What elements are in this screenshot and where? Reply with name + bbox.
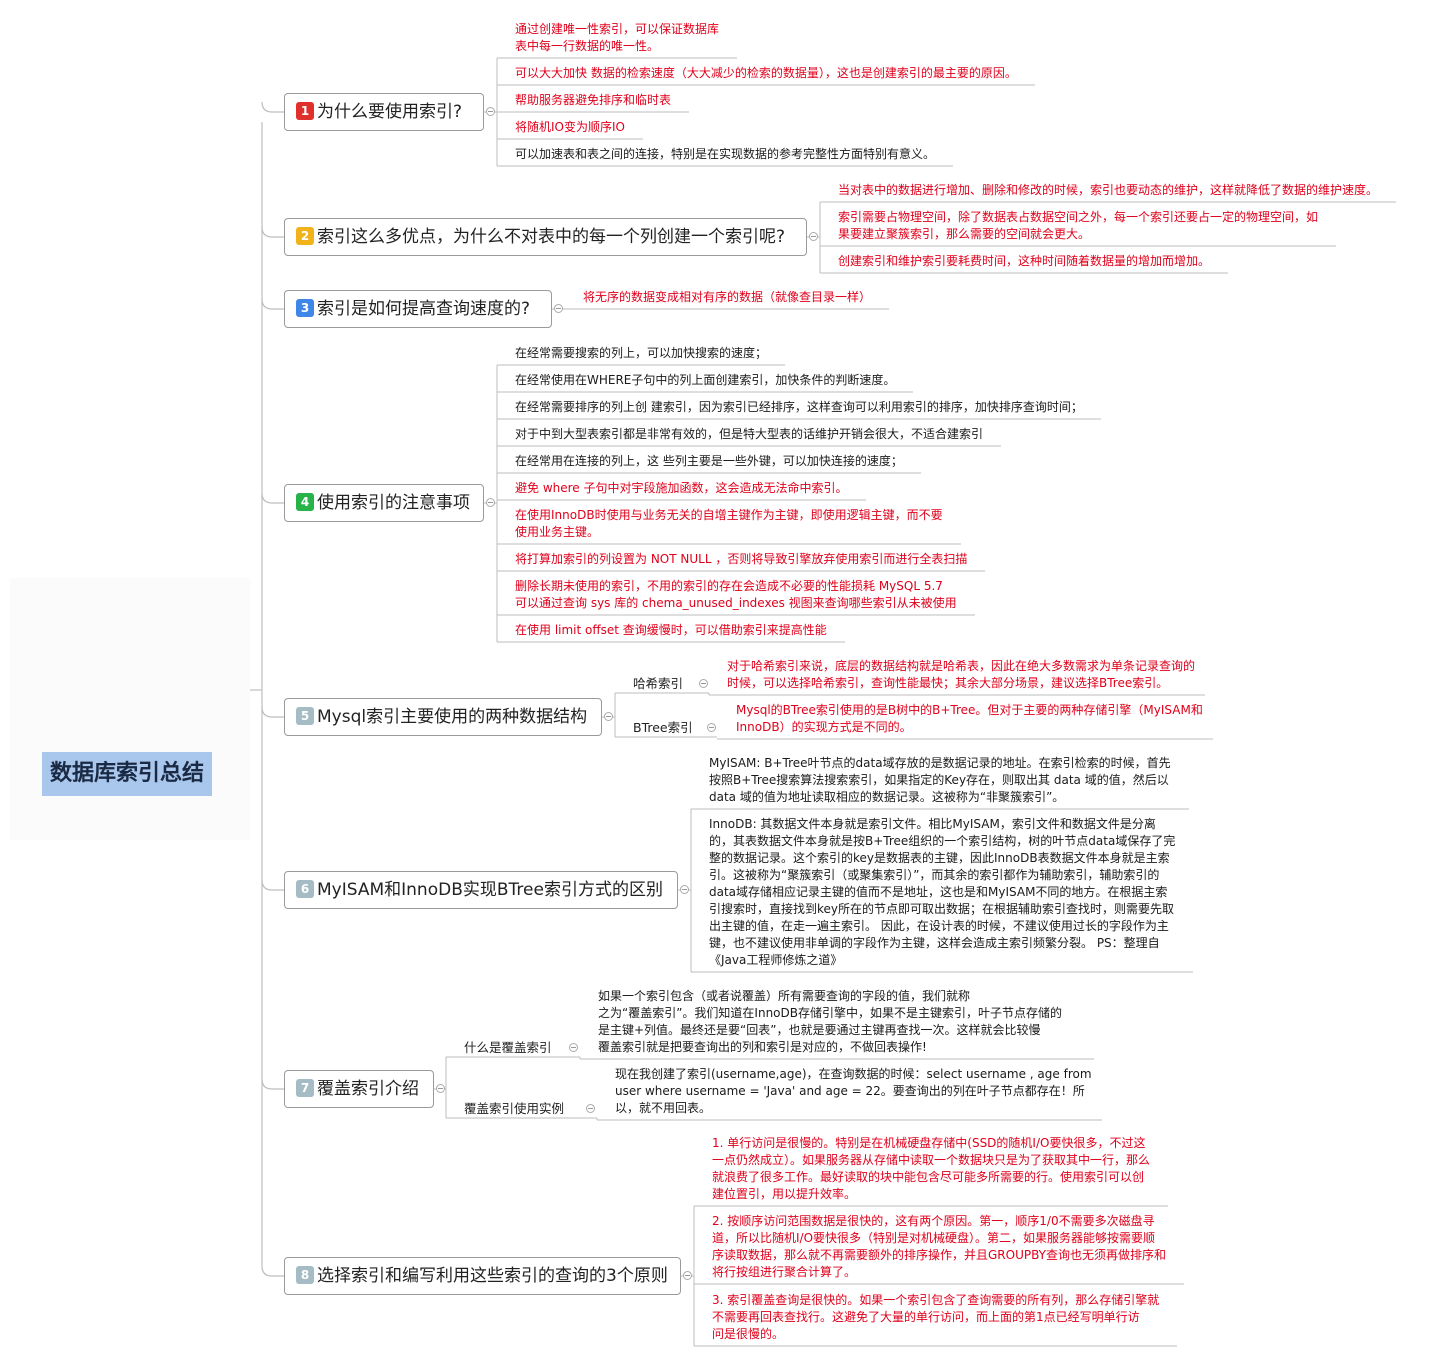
leaf-innodb-desc[interactable]: InnoDB: 其数据文件本身就是索引文件。相比MyISAM，索引文件和数据文件… bbox=[709, 817, 1176, 967]
leaf-random-to-sequential-io[interactable]: 将随机IO变为顺序IO bbox=[515, 120, 625, 134]
collapse-toggle[interactable] bbox=[486, 107, 495, 116]
priority-7-icon: 7 bbox=[296, 1079, 314, 1097]
leaf-unique-index[interactable]: 通过创建唯一性索引，可以保证数据库 表中每一行数据的唯一性。 bbox=[515, 22, 720, 53]
leaf-speed-up-retrieval[interactable]: 可以大大加快 数据的检索速度（大大减少的检索的数据量），这也是创建索引的最主要的… bbox=[515, 66, 1017, 80]
collapse-toggle[interactable] bbox=[586, 1104, 595, 1113]
collapse-toggle[interactable] bbox=[699, 679, 708, 688]
collapse-toggle[interactable] bbox=[680, 885, 689, 894]
subtopic-btree-index[interactable]: BTree索引 bbox=[633, 720, 693, 735]
leaf-btree-index-desc[interactable]: Mysql的BTree索引使用的是B树中的B+Tree。但对于主要的两种存储引擎… bbox=[736, 703, 1203, 734]
collapse-toggle[interactable] bbox=[604, 712, 613, 721]
priority-2-icon: 2 bbox=[296, 227, 314, 245]
leaf-single-row-access[interactable]: 1. 单行访问是很慢的。特别是在机械硬盘存储中(SSD的随机I/O要快很多，不过… bbox=[712, 1136, 1151, 1201]
connector-line bbox=[261, 492, 284, 504]
collapse-toggle[interactable] bbox=[486, 498, 495, 507]
topic-label: 覆盖索引介绍 bbox=[317, 1079, 419, 1099]
topic-label: 为什么要使用索引? bbox=[317, 102, 463, 122]
collapse-toggle[interactable] bbox=[569, 1043, 578, 1052]
leaf-maintenance-cost[interactable]: 当对表中的数据进行增加、删除和修改的时候，索引也要动态的维护，这样就降低了数据的… bbox=[838, 183, 1379, 197]
connector-line bbox=[261, 226, 284, 238]
topic-label: 索引是如何提高查询速度的? bbox=[317, 299, 531, 319]
leaf-covering-query[interactable]: 3. 索引覆盖查询是很快的。如果一个索引包含了查询需要的所有列，那么存储引擎就 … bbox=[712, 1293, 1160, 1341]
leaf-table-size[interactable]: 对于中到大型表索引都是非常有效的，但是特大型表的话维护开销会很大，不适合建索引 bbox=[515, 427, 984, 441]
leaf-unused-indexes[interactable]: 删除长期未使用的索引，不用的索引的存在会造成不必要的性能损耗 MySQL 5.7… bbox=[515, 579, 957, 610]
connector-line bbox=[261, 879, 284, 891]
collapse-toggle[interactable] bbox=[683, 1271, 692, 1280]
leaf-search-columns[interactable]: 在经常需要搜索的列上，可以加快搜索的速度； bbox=[515, 346, 768, 360]
subtopic-hash-index[interactable]: 哈希索引 bbox=[633, 676, 684, 691]
priority-5-icon: 5 bbox=[296, 707, 314, 725]
leaf-covering-index-example[interactable]: 现在我创建了索引(username,age)，在查询数据的时候：select u… bbox=[615, 1067, 1092, 1115]
priority-4-icon: 4 bbox=[296, 493, 314, 511]
topic-label: 索引这么多优点，为什么不对表中的每一个列创建一个索引呢? bbox=[317, 227, 786, 247]
priority-3-icon: 3 bbox=[296, 299, 314, 317]
leaf-myisam-desc[interactable]: MyISAM: B+Tree叶节点的data域存放的是数据记录的地址。在索引检索… bbox=[709, 756, 1171, 804]
root-node-background bbox=[10, 578, 250, 840]
leaf-physical-space[interactable]: 索引需要占物理空间，除了数据表占数据空间之外，每一个索引还要占一定的物理空间，如… bbox=[838, 210, 1319, 241]
connector-line bbox=[261, 706, 284, 718]
connector-line bbox=[261, 1078, 284, 1090]
leaf-auto-increment-key[interactable]: 在使用InnoDB时使用与业务无关的自增主键作为主键，即使用逻辑主键，而不要 使… bbox=[515, 508, 943, 539]
leaf-ordered-data[interactable]: 将无序的数据变成相对有序的数据（就像查目录一样） bbox=[583, 290, 872, 304]
topic-label: 选择索引和编写利用这些索引的查询的3个原则 bbox=[317, 1266, 668, 1286]
leaf-covering-index-desc[interactable]: 如果一个索引包含（或者说覆盖）所有需要查询的字段的值，我们就称 之为“覆盖索引”… bbox=[598, 989, 1063, 1054]
leaf-time-cost[interactable]: 创建索引和维护索引要耗费时间，这种时间随着数据量的增加而增加。 bbox=[838, 254, 1211, 268]
leaf-not-null[interactable]: 将打算加索引的列设置为 NOT NULL ，否则将导致引擎放弃使用索引而进行全表… bbox=[515, 552, 968, 566]
priority-8-icon: 8 bbox=[296, 1266, 314, 1284]
leaf-join-columns[interactable]: 在经常用在连接的列上，这 些列主要是一些外键，可以加快连接的速度； bbox=[515, 454, 903, 468]
collapse-toggle[interactable] bbox=[707, 723, 716, 732]
collapse-toggle[interactable] bbox=[554, 304, 563, 313]
leaf-avoid-functions[interactable]: 避免 where 子句中对宇段施加函数，这会造成无法命中索引。 bbox=[515, 481, 848, 495]
leaf-where-columns[interactable]: 在经常使用在WHERE子句中的列上面创建索引，加快条件的判断速度。 bbox=[515, 373, 896, 387]
collapse-toggle[interactable] bbox=[436, 1084, 445, 1093]
subtopic-what-is-covering-index[interactable]: 什么是覆盖索引 bbox=[464, 1040, 552, 1055]
leaf-sort-columns[interactable]: 在经常需要排序的列上创 建索引，因为索引已经排序，这样查询可以利用索引的排序，加… bbox=[515, 400, 1083, 414]
collapse-toggle[interactable] bbox=[809, 232, 818, 241]
leaf-avoid-sort[interactable]: 帮助服务器避免排序和临时表 bbox=[515, 93, 672, 107]
priority-6-icon: 6 bbox=[296, 880, 314, 898]
topic-label: Mysql索引主要使用的两种数据结构 bbox=[317, 707, 588, 727]
topic-label: 使用索引的注意事项 bbox=[317, 493, 470, 513]
connector-line bbox=[261, 298, 284, 310]
leaf-hash-index-desc[interactable]: 对于哈希索引来说，底层的数据结构就是哈希表，因此在绝大多数需求为单条记录查询的 … bbox=[727, 659, 1196, 690]
priority-1-icon: 1 bbox=[296, 102, 314, 120]
topic-label: MyISAM和InnoDB实现BTree索引方式的区别 bbox=[317, 880, 663, 900]
leaf-speed-up-joins[interactable]: 可以加速表和表之间的连接，特别是在实现数据的参考完整性方面特别有意义。 bbox=[515, 147, 936, 161]
connector-line bbox=[261, 1265, 284, 1277]
root-node[interactable]: 数据库索引总结 bbox=[42, 752, 213, 796]
subtopic-covering-index-example[interactable]: 覆盖索引使用实例 bbox=[464, 1101, 565, 1116]
leaf-sequential-range-access[interactable]: 2. 按顺序访问范围数据是很快的，这有两个原因。第一，顺序1/0不需要多次磁盘寻… bbox=[712, 1214, 1167, 1279]
connector-line bbox=[261, 101, 284, 113]
leaf-limit-offset[interactable]: 在使用 limit offset 查询缓慢时，可以借助索引来提高性能 bbox=[515, 623, 827, 637]
